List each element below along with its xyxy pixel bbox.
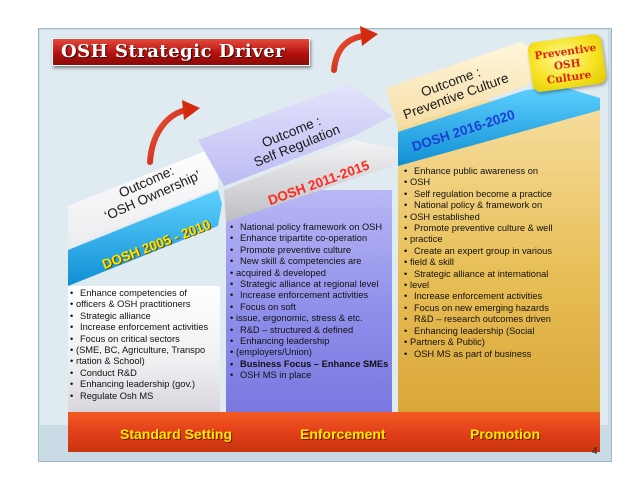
curved-arrow-icon xyxy=(331,33,367,73)
list-item: acquired & developed xyxy=(230,268,388,280)
list-item: Enhance tripartite co-operation xyxy=(230,233,388,245)
pillar-bar: Standard Setting Enforcement Promotion xyxy=(68,412,600,452)
list-item: OSH established xyxy=(404,212,552,224)
slide-title: OSH Strategic Driver xyxy=(61,41,286,62)
list-item: Strategic alliance xyxy=(70,311,208,323)
list-item: Increase enforcement activities xyxy=(404,291,552,303)
list-item: Promote preventive culture xyxy=(230,245,388,257)
list-item: level xyxy=(404,280,552,292)
list-item: Business Focus – Enhance SMEs xyxy=(230,359,388,371)
list-item: officers & OSH practitioners xyxy=(70,299,208,311)
phase-3-bullets: Enhance public awareness on OSH Self reg… xyxy=(404,166,552,360)
phase-1-band xyxy=(68,190,222,286)
phase-2-bullets: National policy framework on OSH Enhance… xyxy=(230,222,388,382)
list-item: practice xyxy=(404,234,552,246)
list-item: rtation & School) xyxy=(70,356,208,368)
list-item: Focus on critical sectors xyxy=(70,334,208,346)
list-item: OSH xyxy=(404,177,552,189)
phase-1-outcome-panel xyxy=(68,146,218,248)
list-item: National policy framework on OSH xyxy=(230,222,388,234)
list-item: R&D – research outcomes driven xyxy=(404,314,552,326)
preventive-culture-badge: Preventive OSH Culture xyxy=(526,33,608,93)
list-item: (SME, BC, Agriculture, Transpo xyxy=(70,345,208,357)
curved-arrow-icon xyxy=(360,26,378,46)
phase-1-bullets: Enhance competencies of officers & OSH p… xyxy=(70,288,208,402)
badge-text: Preventive OSH Culture xyxy=(533,41,598,87)
page-number: 4 xyxy=(592,446,598,457)
curved-arrow-icon xyxy=(182,100,200,120)
list-item: Strategic alliance at international xyxy=(404,269,552,281)
pillar-promotion: Promotion xyxy=(470,426,540,442)
title-banner: OSH Strategic Driver xyxy=(52,38,310,66)
list-item: Conduct R&D xyxy=(70,368,208,380)
phase-2-band xyxy=(224,140,400,222)
list-item: Enhance public awareness on xyxy=(404,166,552,178)
list-item: National policy & framework on xyxy=(404,200,552,212)
list-item: issue, ergonomic, stress & etc. xyxy=(230,313,388,325)
list-item: OSH MS as part of business xyxy=(404,349,552,361)
pillar-enforcement: Enforcement xyxy=(300,426,386,442)
list-item: Strategic alliance at regional level xyxy=(230,279,388,291)
list-item: (employers/Union) xyxy=(230,347,388,359)
list-item: R&D – structured & defined xyxy=(230,325,388,337)
list-item: Enhancing leadership xyxy=(230,336,388,348)
list-item: Enhancing leadership (Social xyxy=(404,326,552,338)
phase-3-outcome-panel xyxy=(386,42,560,128)
list-item: Promote preventive culture & well xyxy=(404,223,552,235)
phase-3-band xyxy=(398,86,600,166)
list-item: Enhancing leadership (gov.) xyxy=(70,379,208,391)
list-item: Increase enforcement activities xyxy=(230,290,388,302)
list-item: Increase enforcement activities xyxy=(70,322,208,334)
list-item: Self regulation become a practice xyxy=(404,189,552,201)
list-item: Focus on soft xyxy=(230,302,388,314)
list-item: Regulate Osh MS xyxy=(70,391,208,403)
list-item: New skill & competencies are xyxy=(230,256,388,268)
curved-arrow-icon xyxy=(147,107,189,165)
list-item: Enhance competencies of xyxy=(70,288,208,300)
list-item: OSH MS in place xyxy=(230,370,388,382)
list-item: Create an expert group in various xyxy=(404,246,552,258)
list-item: Partners & Public) xyxy=(404,337,552,349)
phase-2-outcome-panel xyxy=(198,84,392,186)
list-item: field & skill xyxy=(404,257,552,269)
pillar-standard-setting: Standard Setting xyxy=(120,426,233,442)
list-item: Focus on new emerging hazards xyxy=(404,303,552,315)
